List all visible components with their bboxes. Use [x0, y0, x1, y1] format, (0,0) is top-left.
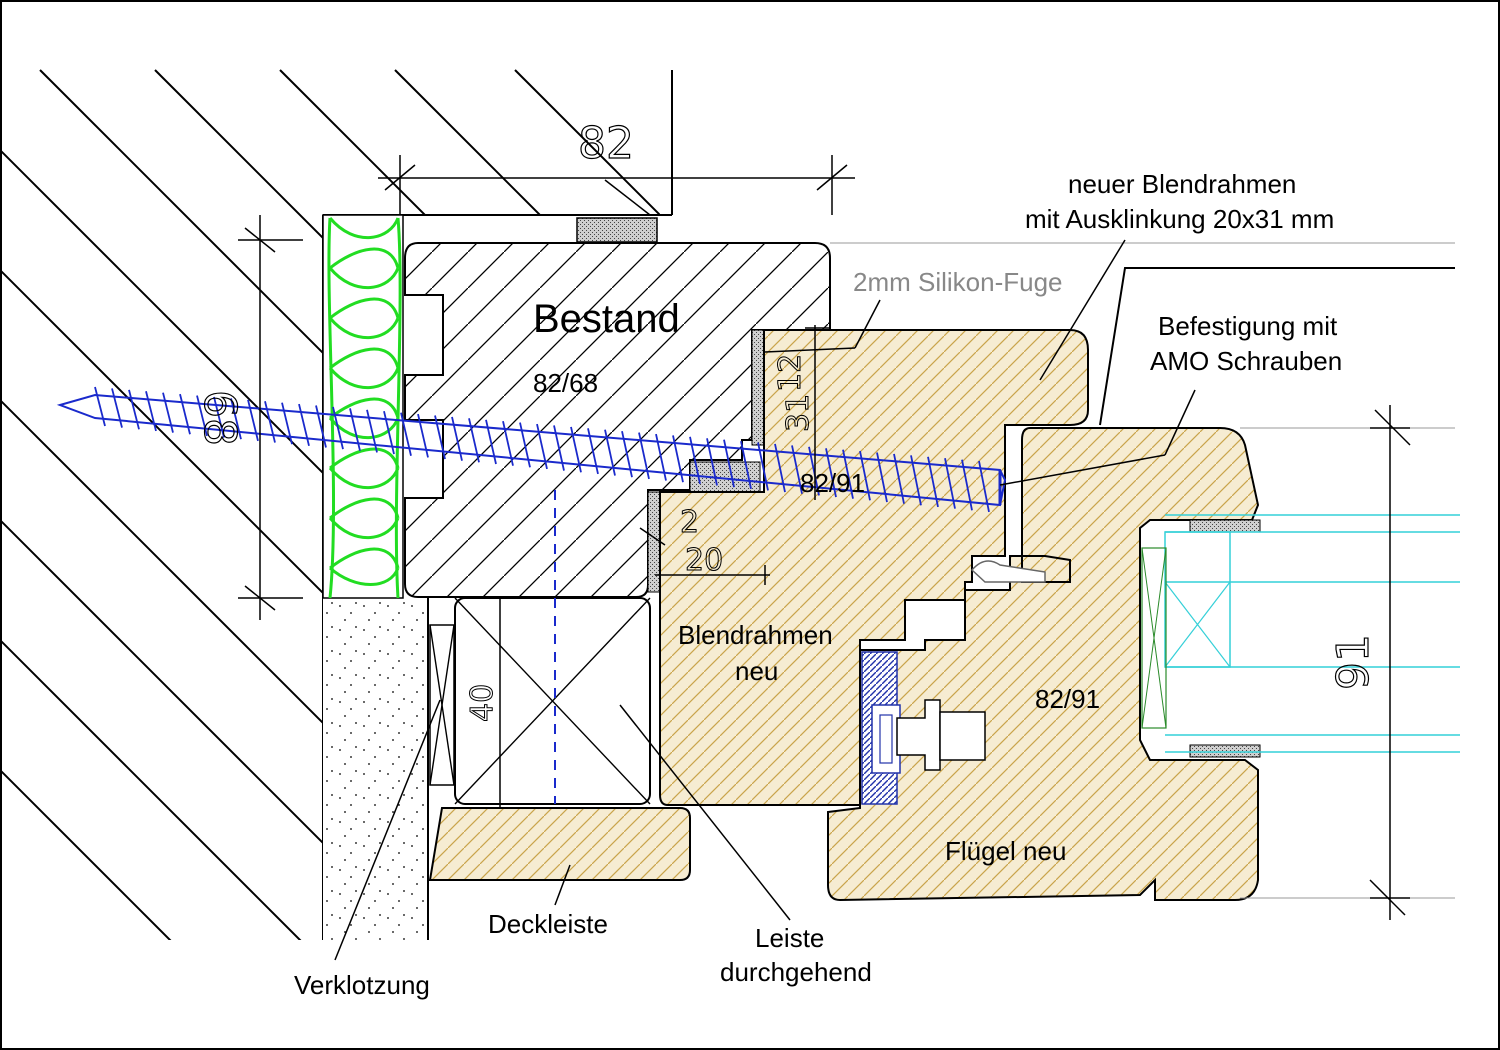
dim-82: 82	[578, 118, 634, 169]
label-befestigung-1: Befestigung mit	[1158, 311, 1338, 341]
glazing-gasket-bottom	[1189, 744, 1261, 758]
shim-block	[429, 624, 455, 786]
label-befestigung-2: AMO Schrauben	[1150, 346, 1342, 376]
compressed-sealing-tape	[576, 217, 658, 243]
dim-68: 68	[194, 390, 245, 446]
label-leiste-1: Leiste	[755, 923, 824, 953]
center-seal-profile	[970, 560, 1046, 583]
leader-lines	[334, 239, 1196, 961]
new-frame	[659, 329, 1089, 806]
glazing-unit	[1141, 514, 1460, 753]
label-neuer-blendrahmen-1: neuer Blendrahmen	[1068, 169, 1296, 199]
label-deckleiste: Deckleiste	[488, 909, 608, 939]
label-fluegel-size: 82/91	[1035, 684, 1100, 714]
dim-20: 20	[685, 543, 723, 578]
dimension-lines	[238, 155, 1411, 920]
insulation-icon	[322, 214, 404, 599]
dim-40: 40	[465, 684, 500, 722]
plaster-reveal	[323, 598, 428, 940]
dim-91: 91	[1328, 634, 1379, 690]
label-blendrahmen-2: neu	[735, 656, 778, 686]
label-leiste-2: durchgehend	[720, 957, 872, 987]
dim-2: 2	[680, 505, 699, 540]
fitting-icon	[861, 651, 986, 805]
label-silikon: 2mm Silikon-Fuge	[853, 267, 1063, 297]
label-fluegel: Flügel neu	[945, 836, 1066, 866]
continuous-batten	[454, 490, 651, 805]
label-bestand-size: 82/68	[533, 368, 598, 398]
label-blendrahmen-size: 82/91	[800, 468, 865, 498]
silicone-joint-side	[647, 491, 661, 593]
silicone-joint	[751, 329, 765, 446]
dim-12: 12	[773, 354, 808, 392]
label-bestand: Bestand	[533, 297, 680, 341]
cover-strip	[428, 807, 691, 881]
dim-31: 31	[781, 394, 816, 432]
label-verklotzung: Verklotzung	[294, 970, 430, 1000]
glazing-gasket-top	[1189, 519, 1261, 533]
label-blendrahmen: Blendrahmen	[678, 620, 833, 650]
screw-icon	[56, 386, 1007, 513]
label-neuer-blendrahmen-2: mit Ausklinkung 20x31 mm	[1025, 204, 1334, 234]
